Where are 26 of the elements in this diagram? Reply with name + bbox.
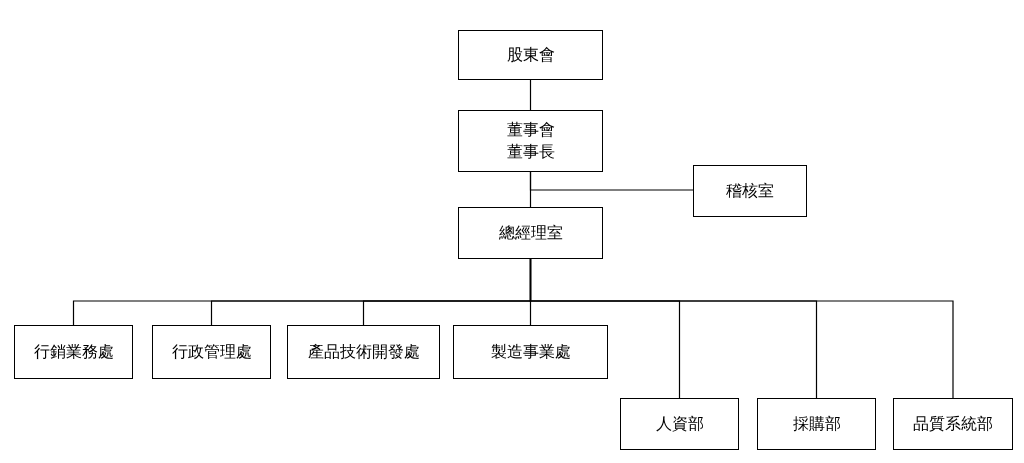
org-box xyxy=(620,398,739,450)
org-box xyxy=(453,325,608,379)
box-label: 總經理室 xyxy=(498,222,563,244)
box-label: 董事長 xyxy=(506,141,555,163)
org-box xyxy=(893,398,1013,450)
org-box xyxy=(14,325,133,379)
box-label: 製造事業處 xyxy=(490,341,571,363)
org-box xyxy=(693,165,807,217)
org-box xyxy=(458,110,603,172)
box-label: 股東會 xyxy=(506,44,555,66)
org-box xyxy=(287,325,440,379)
org-box xyxy=(152,325,271,379)
box-label: 品質系統部 xyxy=(913,413,993,435)
box-label: 行銷業務處 xyxy=(33,341,114,363)
connector-line xyxy=(529,79,532,111)
box-label: 董事會 xyxy=(506,119,555,141)
box-label: 採購部 xyxy=(792,413,841,435)
box-label: 產品技術開發處 xyxy=(307,341,420,363)
box-label: 人資部 xyxy=(655,413,704,435)
connector-line xyxy=(529,171,694,191)
box-label: 行政管理處 xyxy=(171,341,252,363)
org-box xyxy=(458,30,603,80)
box-label: 稽核室 xyxy=(726,180,774,202)
org-box xyxy=(458,207,603,259)
connector-line xyxy=(529,258,954,399)
org-box xyxy=(757,398,876,450)
